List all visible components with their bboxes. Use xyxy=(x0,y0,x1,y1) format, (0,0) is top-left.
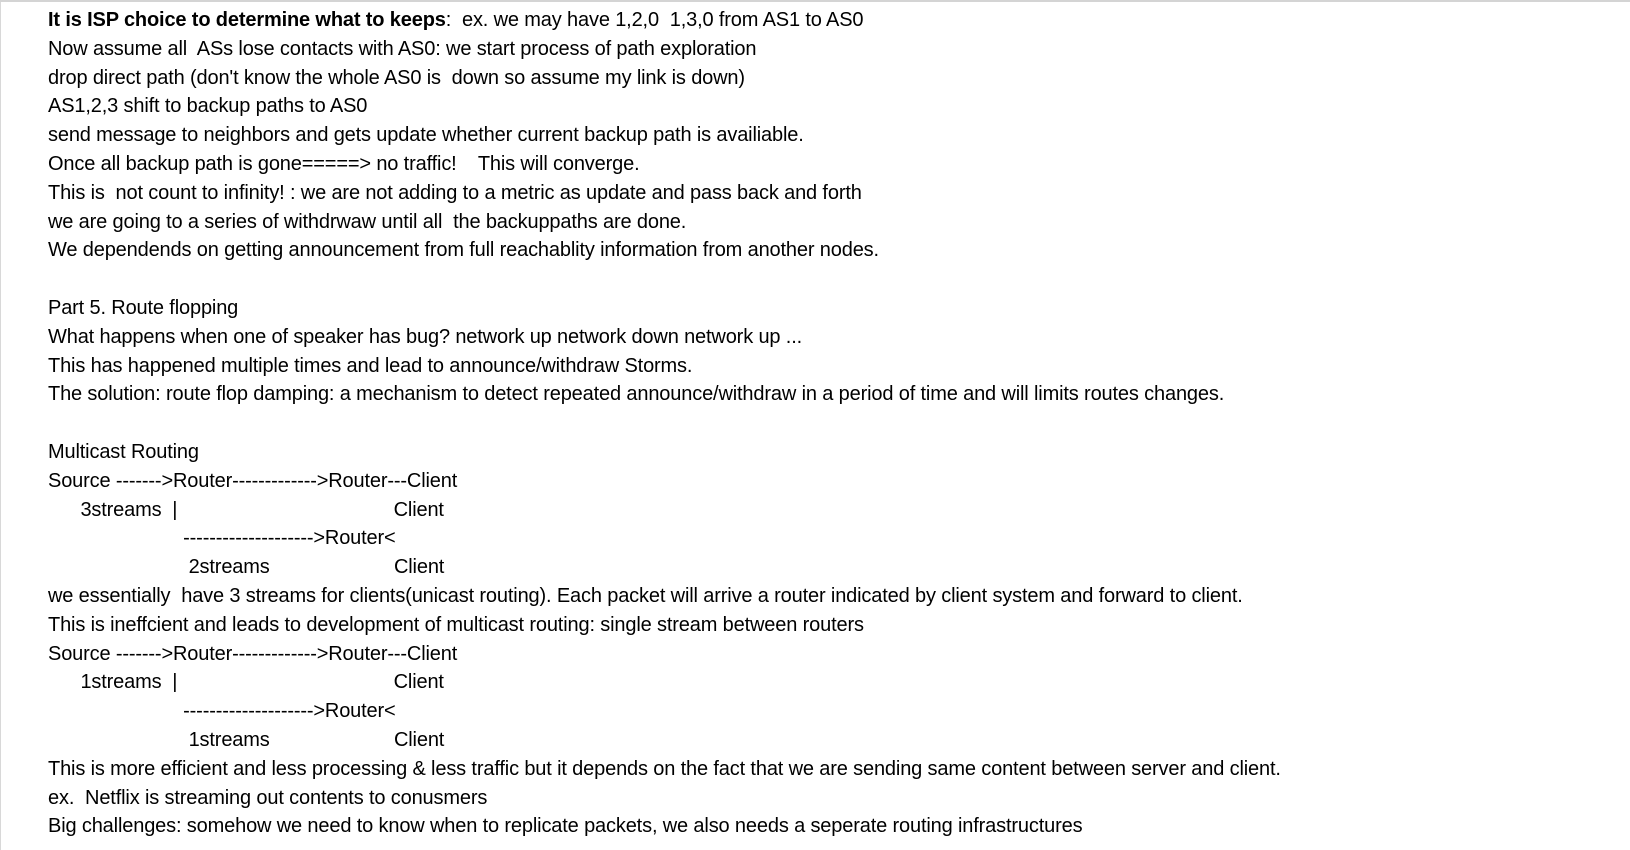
text-line: ex. Netflix is streaming out contents to… xyxy=(48,786,488,809)
text-line: Now assume all ASs lose contacts with AS… xyxy=(48,37,757,60)
text-line: we essentially have 3 streams for client… xyxy=(48,584,1243,607)
section-heading: Multicast Routing xyxy=(48,440,199,463)
page-left-edge xyxy=(0,2,1,850)
text-line: AS1,2,3 shift to backup paths to AS0 xyxy=(48,95,368,118)
section-multicast-routing: Multicast Routing Source ------->Router-… xyxy=(48,438,1608,841)
text-line: The solution: route flop damping: a mech… xyxy=(48,383,1225,406)
ascii-diagram-line: Source ------->Router------------->Route… xyxy=(48,469,458,492)
text-line: send message to neighbors and gets updat… xyxy=(48,124,804,147)
lead-rest-text: : ex. we may have 1,2,0 1,3,0 from AS1 t… xyxy=(445,9,864,31)
text-line: drop direct path (don't know the whole A… xyxy=(48,66,745,89)
ascii-diagram-line: -------------------->Router< xyxy=(48,527,396,550)
blank-line xyxy=(48,265,1608,294)
ascii-diagram-line: 1streams Client xyxy=(48,728,445,751)
text-line: This has happened multiple times and lea… xyxy=(48,354,693,377)
text-line: Once all backup path is gone=====> no tr… xyxy=(48,152,640,175)
text-line: Big challenges: somehow we need to know … xyxy=(48,815,1083,838)
ascii-diagram-line: 3streams | Client xyxy=(48,498,444,521)
text-line: We dependends on getting announcement fr… xyxy=(48,239,879,262)
text-line: This is more efficient and less processi… xyxy=(48,757,1281,780)
blank-line xyxy=(48,409,1608,438)
section-route-flopping: Part 5. Route flopping What happens when… xyxy=(48,294,1608,409)
document-body: It is ISP choice to determine what to ke… xyxy=(48,6,1608,841)
ascii-diagram-line: Source ------->Router------------->Route… xyxy=(48,642,458,665)
text-line: This is not count to infinity! : we are … xyxy=(48,181,862,204)
ascii-diagram-line: 2streams Client xyxy=(48,556,445,579)
section-path-exploration: Now assume all ASs lose contacts with AS… xyxy=(48,35,1608,265)
ascii-diagram-line: 1streams | Client xyxy=(48,671,444,694)
text-line: we are going to a series of withdrwaw un… xyxy=(48,210,687,233)
text-line: This is ineffcient and leads to developm… xyxy=(48,613,864,636)
bold-lead-text: It is ISP choice to determine what to ke… xyxy=(48,9,446,31)
section-heading: Part 5. Route flopping xyxy=(48,296,239,319)
line-isp-choice: It is ISP choice to determine what to ke… xyxy=(48,6,1608,35)
text-line: What happens when one of speaker has bug… xyxy=(48,325,803,348)
ascii-diagram-line: -------------------->Router< xyxy=(48,700,396,723)
